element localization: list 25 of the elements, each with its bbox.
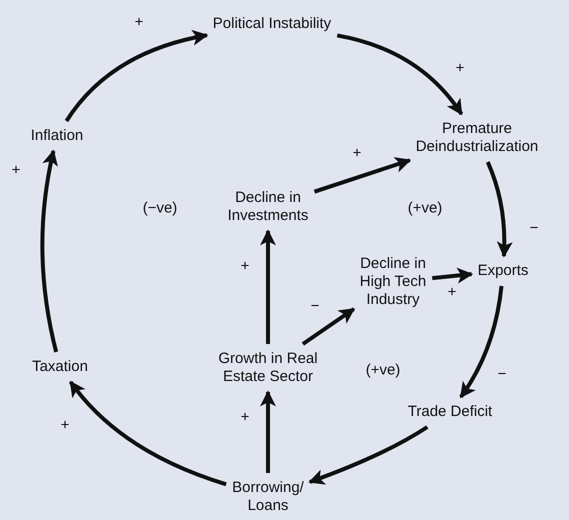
- causal-arrow: [302, 307, 356, 346]
- loop-polarity-label: (+ve): [408, 200, 442, 216]
- causal-arrow: [308, 425, 428, 485]
- variable-label: Decline in High Tech Industry: [343, 255, 443, 309]
- variable-label: Trade Deficit: [395, 403, 505, 421]
- variable-label: Growth in Real Estate Sector: [198, 350, 338, 386]
- causal-arrow: [336, 34, 464, 116]
- variable-label: Borrowing/ Loans: [218, 479, 318, 515]
- variable-label: Premature Deindustrialization: [386, 120, 568, 156]
- loop-polarity-label: (−ve): [142, 200, 178, 216]
- causal-arrow: [432, 268, 474, 284]
- causal-arrow: [69, 380, 227, 486]
- variable-label: Exports: [468, 262, 538, 280]
- causal-arrow: [260, 390, 276, 473]
- causal-arrow: [486, 161, 513, 258]
- loop-polarity-label: (+ve): [366, 362, 400, 378]
- causal-arrow: [260, 229, 276, 344]
- causal-arrow: [459, 286, 504, 398]
- variable-label: Inflation: [17, 127, 97, 145]
- causal-arrow: [40, 149, 58, 352]
- variable-label: Political Instability: [192, 15, 352, 33]
- causal-arrow: [64, 30, 208, 122]
- variable-label: Taxation: [20, 358, 100, 376]
- causal-arrow: [314, 157, 412, 194]
- variable-label: Decline in Investments: [208, 189, 328, 225]
